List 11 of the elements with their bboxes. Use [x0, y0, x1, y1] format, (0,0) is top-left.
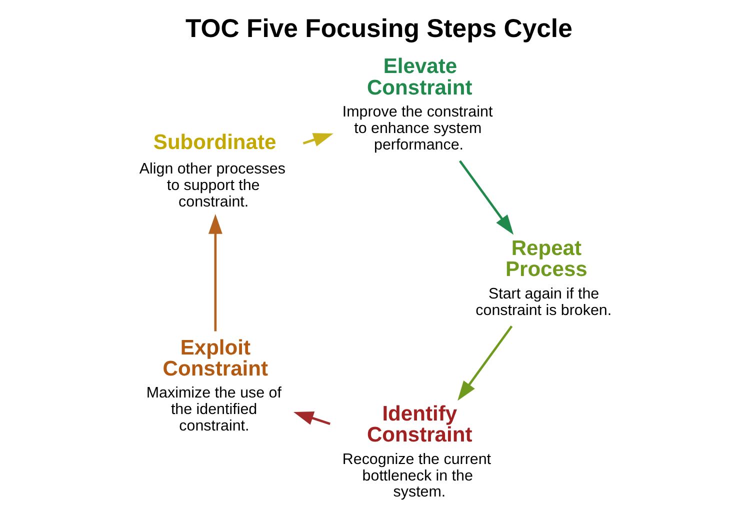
arrow — [208, 214, 222, 332]
node-text: Elevate Constraint Improve the constraint to enhance system performance. — [342, 55, 492, 154]
arrow — [458, 160, 514, 235]
arrow — [293, 411, 330, 425]
arrow — [457, 326, 512, 401]
node-text: Exploit Constraint Maximize the use of the identified constraint. — [146, 336, 281, 434]
diagram-title: TOC Five Focusing Steps Cycle — [185, 15, 572, 44]
node-text: Repeat Process Start again if the constraint is broken. — [475, 237, 612, 319]
arrow — [302, 133, 333, 146]
node-text: Subordinate Align other processes to support the constraint. — [138, 130, 285, 210]
node-text: Identify Constraint Recognize the current bottleneck in the system. — [342, 402, 491, 501]
